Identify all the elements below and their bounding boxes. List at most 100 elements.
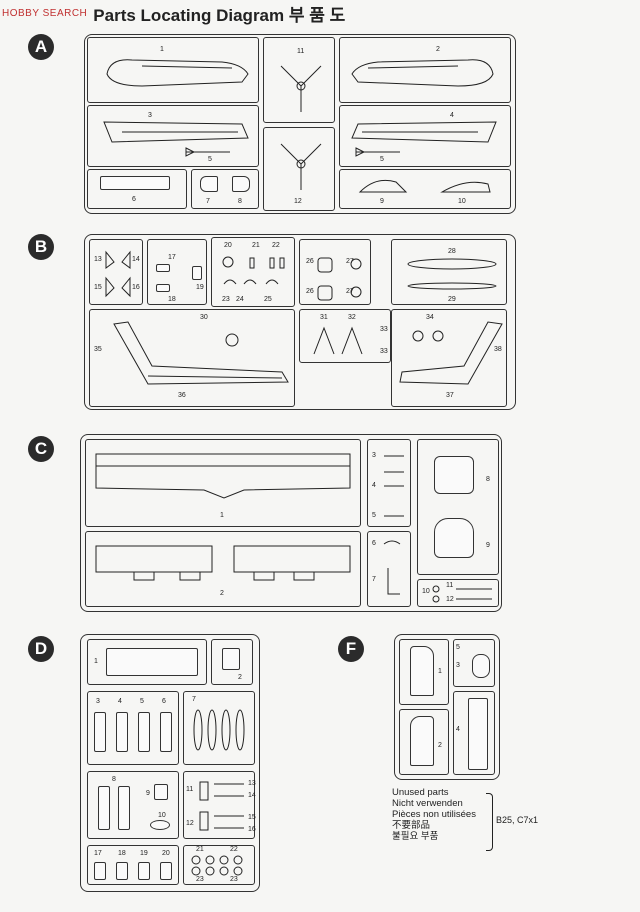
part-number: 33 bbox=[380, 326, 388, 333]
fuselage-half-left-sketch bbox=[106, 59, 249, 87]
part-number: 7 bbox=[206, 198, 210, 205]
runner-a-cell-10: 12 bbox=[263, 127, 335, 211]
part-number: 21 bbox=[252, 242, 260, 249]
part-number: 15 bbox=[248, 814, 256, 821]
unused-line: 不要部品 bbox=[392, 820, 431, 831]
part-number: 20 bbox=[162, 850, 170, 857]
part-shape bbox=[116, 862, 128, 880]
runner-b-cell-13-16: 13 14 15 16 bbox=[89, 239, 143, 305]
part-number: 17 bbox=[168, 254, 176, 261]
part-shape bbox=[468, 698, 488, 770]
part-number: 5 bbox=[140, 698, 144, 705]
runner-a-badge: A bbox=[28, 34, 54, 60]
part-number: 12 bbox=[294, 198, 302, 205]
part-number: 2 bbox=[238, 674, 242, 681]
part-number: 4 bbox=[372, 482, 376, 489]
part-shape bbox=[160, 712, 172, 752]
runner-b-badge: B bbox=[28, 234, 54, 260]
part-number: 34 bbox=[426, 314, 434, 321]
part-shape bbox=[118, 786, 130, 830]
part-shape bbox=[154, 784, 168, 800]
part-number: 8 bbox=[238, 198, 242, 205]
part-number: 3 bbox=[372, 452, 376, 459]
part-shape bbox=[156, 264, 170, 272]
runner-d-cell-11-16: 11 12 13 14 15 16 bbox=[183, 771, 256, 839]
runner-f-frame: 1 5 3 2 4 bbox=[394, 634, 500, 780]
runner-c-cell-6-7: 6 7 bbox=[367, 531, 411, 607]
part-shape bbox=[160, 862, 172, 880]
runner-d-cell-7: 7 bbox=[183, 691, 255, 765]
runner-a-cell-7-8: 7 8 bbox=[191, 169, 259, 209]
runner-b-cell-31-33: 31 32 33 33 bbox=[299, 309, 391, 363]
part-number: 36 bbox=[178, 392, 186, 399]
part-number: 37 bbox=[446, 392, 454, 399]
runner-a-frame: 1 11 2 3 5 12 4 bbox=[84, 34, 516, 214]
runner-b-cell-26-27: 26 27 26 27 bbox=[299, 239, 371, 305]
part-number: 6 bbox=[372, 540, 376, 547]
part-shape bbox=[472, 654, 490, 678]
part-shape bbox=[138, 862, 150, 880]
runner-a-cell-11-12: 9 10 bbox=[339, 169, 511, 209]
part-number: 15 bbox=[94, 284, 102, 291]
runner-d-cell-17-20: 17 18 19 20 bbox=[87, 845, 179, 885]
part-shape bbox=[232, 176, 250, 192]
part-number: 30 bbox=[200, 314, 208, 321]
runner-a-cell-6: 6 bbox=[87, 169, 187, 209]
runner-a-cell-9: 11 bbox=[263, 37, 335, 123]
part-number: 20 bbox=[224, 242, 232, 249]
part-shape bbox=[106, 648, 198, 676]
part-shape bbox=[192, 266, 202, 280]
part-number: 28 bbox=[448, 248, 456, 255]
unused-parts-note: Unused parts Nicht verwenden Pièces non … bbox=[392, 787, 476, 842]
part-number: 23 bbox=[230, 876, 238, 883]
tail-boom-right-sketch bbox=[399, 321, 503, 385]
part-number: 11 bbox=[186, 786, 194, 793]
part-number: 13 bbox=[94, 256, 102, 263]
part-number: 4 bbox=[456, 726, 460, 733]
part-shape bbox=[98, 786, 110, 830]
runner-d-cell-2: 2 bbox=[211, 639, 253, 685]
runner-c-cell-3-5: 3 4 5 bbox=[367, 439, 411, 527]
part-shape bbox=[222, 648, 240, 670]
part-number: 33 bbox=[380, 348, 388, 355]
part-number: 32 bbox=[348, 314, 356, 321]
tank-parts-sketch bbox=[407, 258, 497, 290]
fuselage-half-right-sketch bbox=[351, 59, 494, 87]
part-number: 19 bbox=[196, 284, 204, 291]
part-number: 1 bbox=[438, 668, 442, 675]
wheel-parts-sketch bbox=[317, 257, 362, 301]
part-number: 2 bbox=[220, 590, 224, 597]
runner-a-cell-2: 2 bbox=[339, 37, 511, 103]
part-number: 23 bbox=[222, 296, 230, 303]
runner-b-cell-17-19: 17 18 19 bbox=[147, 239, 207, 305]
runner-a-cell-4: 4 5 bbox=[339, 105, 511, 167]
part-number: 4 bbox=[118, 698, 122, 705]
part-number: 27 bbox=[346, 258, 354, 265]
small-parts-sketch bbox=[199, 781, 244, 831]
part-shape bbox=[410, 716, 434, 766]
wheels-sketch bbox=[191, 855, 243, 876]
unused-line: 불필요 부품 bbox=[392, 831, 439, 842]
propeller-sketch bbox=[280, 143, 322, 190]
part-shape bbox=[94, 712, 106, 752]
runner-c-cell-10-12: 10 11 12 bbox=[417, 579, 499, 607]
runner-f-badge: F bbox=[338, 636, 364, 662]
part-shape bbox=[410, 646, 434, 696]
part-number: 18 bbox=[168, 296, 176, 303]
exhaust-sketch bbox=[185, 147, 230, 157]
part-number: 8 bbox=[112, 776, 116, 783]
part-number: 16 bbox=[248, 826, 256, 833]
part-number: 8 bbox=[486, 476, 490, 483]
page-title: Parts Locating Diagram 부 품 도 bbox=[93, 5, 346, 25]
runner-d-cell-21-23: 21 22 23 23 bbox=[183, 845, 255, 885]
runner-a-cell-1: 1 bbox=[87, 37, 259, 103]
part-number: 5 bbox=[456, 644, 460, 651]
part-number: 12 bbox=[186, 820, 194, 827]
part-number: 6 bbox=[132, 196, 136, 203]
propeller-sketch bbox=[280, 65, 322, 112]
part-number: 7 bbox=[372, 576, 376, 583]
unused-line: Nicht verwenden bbox=[392, 798, 463, 809]
part-number: 3 bbox=[456, 662, 460, 669]
bombs-sketch bbox=[193, 709, 245, 751]
part-number: 5 bbox=[208, 156, 212, 163]
